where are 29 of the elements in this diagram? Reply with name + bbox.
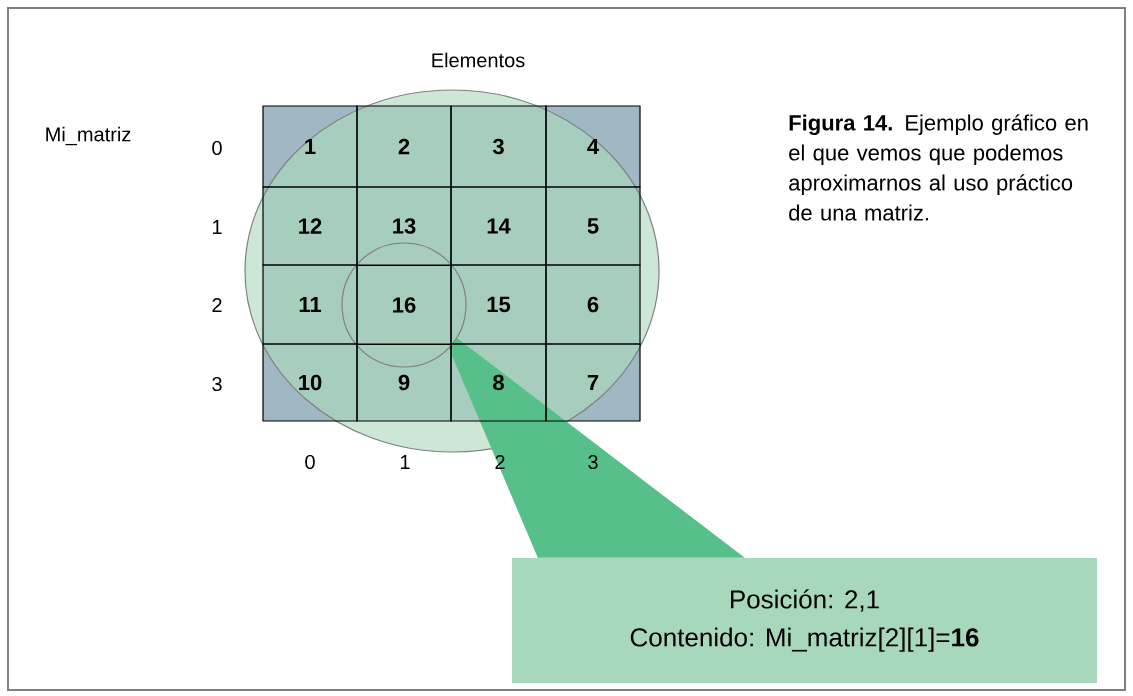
row-index: 3 xyxy=(212,376,222,392)
matrix-cell: 3 xyxy=(450,105,547,188)
matrix-cell: 2 xyxy=(356,105,452,188)
matrix-cell: 15 xyxy=(450,264,547,345)
figure-caption: Figura 14. Ejemplo gráfico en el que vemos que podemos aproximarnos al uso práctico de una matriz. xyxy=(789,114,1088,221)
matrix-cell: 13 xyxy=(356,186,452,266)
matrix-cell: 4 xyxy=(545,105,641,188)
axis-label: Elementos xyxy=(432,52,525,68)
column-index: 1 xyxy=(400,455,410,469)
matrix-cell: 10 xyxy=(262,343,358,422)
matrix-cell: 16 xyxy=(356,264,452,346)
matrix-cell: 9 xyxy=(356,343,452,422)
matrix-cell: 7 xyxy=(545,343,641,422)
matrix-name: Mi_matriz xyxy=(46,126,131,146)
matrix-cell: 5 xyxy=(545,186,641,266)
callout-pointer xyxy=(449,338,745,558)
matrix-cell: 11 xyxy=(262,264,358,345)
matrix-cell: 6 xyxy=(545,264,641,345)
matrix-cell: 12 xyxy=(262,186,358,266)
matrix-cell: 14 xyxy=(450,186,547,266)
column-index: 0 xyxy=(305,454,315,470)
row-index: 0 xyxy=(212,140,222,156)
callout-box: Posición: 2,1 Contenido: Mi_matriz[2][1]=16 xyxy=(512,558,1097,683)
row-index: 1 xyxy=(212,220,222,234)
matrix-cell: 8 xyxy=(450,343,547,422)
row-index: 2 xyxy=(212,298,222,312)
matrix-cell: 1 xyxy=(262,105,358,188)
highlight-circle xyxy=(341,242,467,368)
column-index: 3 xyxy=(588,454,598,470)
